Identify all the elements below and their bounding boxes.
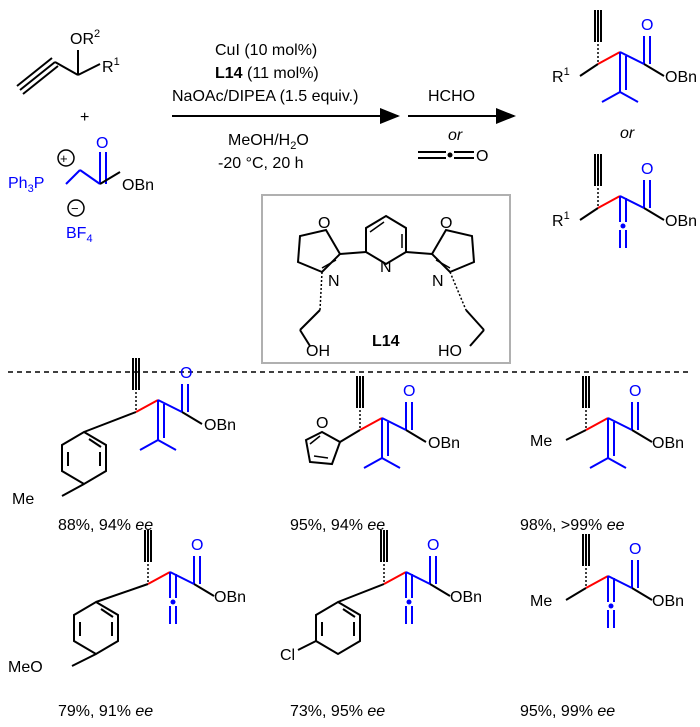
product1-obn: OBn	[665, 69, 697, 86]
ylide-ph3: Ph3P	[8, 175, 44, 195]
example-6-yield: 95%, 99% ee	[520, 703, 615, 720]
product-allene: R1 O OBn	[552, 153, 697, 249]
ylide-obn: OBn	[122, 177, 154, 194]
ligand-left-n: N	[328, 273, 340, 290]
example-1-substituent: Me	[12, 491, 34, 508]
ylide-plus: +	[60, 151, 68, 166]
reactant-propargyl: OR2 R1	[16, 28, 120, 95]
example-3-yield: 98%, >99% ee	[520, 517, 625, 534]
ligand-left-o: O	[318, 215, 330, 232]
condition-temp: -20 °C, 20 h	[218, 155, 304, 172]
product2-o: O	[641, 161, 653, 178]
example-4-yield: 79%, 91% ee	[58, 703, 153, 720]
reactant-r1: R1	[102, 56, 120, 76]
condition-base: NaOAc/DIPEA (1.5 equiv.)	[172, 88, 358, 105]
example-4-obn: OBn	[214, 589, 246, 606]
example-5-yield: 73%, 95% ee	[290, 703, 385, 720]
example-2-yield: 95%, 94% ee	[290, 517, 385, 534]
condition-ligand: L14 (11 mol%)	[215, 65, 319, 82]
example-6-substituent: Me	[530, 593, 552, 610]
example-1-o: O	[180, 365, 192, 382]
ligand-box: N O N OH O N HO L14	[261, 194, 511, 364]
ligand-pyridine-n: N	[380, 259, 392, 276]
product2-r1: R1	[552, 210, 570, 230]
example-4-o: O	[191, 537, 203, 554]
product1-r1: R1	[552, 66, 570, 86]
example-2: O O OBn 95%, 94% ee	[290, 375, 460, 534]
example-2-o: O	[403, 383, 415, 400]
ylide-bf4: BF4	[66, 225, 93, 245]
ligand-oh-right: HO	[438, 343, 462, 360]
example-4-substituent: MeO	[8, 659, 43, 676]
ylide-o: O	[96, 135, 108, 152]
conditions-block: CuI (10 mol%) L14 (11 mol%) NaOAc/DIPEA …	[172, 42, 400, 172]
example-1: Me O OBn 88%, 94% ee	[12, 357, 236, 534]
example-3-substituent: Me	[530, 433, 552, 450]
ligand-oh-left: OH	[306, 343, 330, 360]
condition-solvent: MeOH/H2O	[228, 132, 309, 152]
example-3-o: O	[629, 383, 641, 400]
condition-cui: CuI (10 mol%)	[215, 42, 317, 59]
reactant-ylide: Ph3P + O OBn − BF4	[8, 135, 154, 245]
reactant-or2: OR2	[70, 28, 100, 48]
ylide-minus: −	[71, 201, 79, 216]
product2-obn: OBn	[665, 213, 697, 230]
product1-o: O	[641, 17, 653, 34]
example-4: MeO O OBn 79%, 91% ee	[8, 529, 246, 720]
example-6-o: O	[629, 541, 641, 558]
example-2-substituent: O	[316, 415, 328, 432]
ligand-right-o: O	[440, 215, 452, 232]
ligand-name: L14	[372, 333, 400, 350]
example-5-o: O	[427, 537, 439, 554]
example-1-yield: 88%, 94% ee	[58, 517, 153, 534]
example-5-substituent: Cl	[280, 647, 295, 664]
example-1-obn: OBn	[204, 417, 236, 434]
product-diene: R1 O OBn	[552, 9, 697, 103]
example-3: Me O OBn 98%, >99% ee	[520, 375, 684, 534]
example-3-obn: OBn	[652, 435, 684, 452]
reagent-ketene-o: O	[476, 148, 488, 165]
example-2-obn: OBn	[428, 435, 460, 452]
ligand-right-n: N	[432, 273, 444, 290]
plus-sign: +	[80, 109, 89, 126]
example-5-obn: OBn	[450, 589, 482, 606]
conditions-step2: HCHO or O	[408, 88, 516, 165]
reagent-hcho: HCHO	[428, 88, 475, 105]
example-6: Me O OBn 95%, 99% ee	[520, 533, 684, 720]
product-or: or	[620, 125, 635, 142]
example-6-obn: OBn	[652, 593, 684, 610]
reagent-or: or	[448, 127, 463, 144]
example-5: Cl O OBn 73%, 95% ee	[280, 529, 482, 720]
